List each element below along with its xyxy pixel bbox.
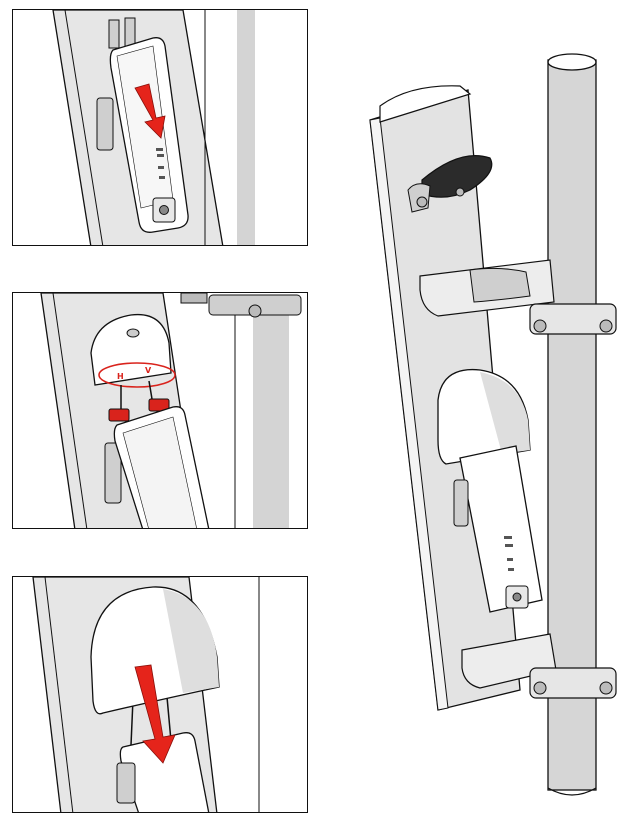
connector-left (108, 19, 120, 49)
label-mark (158, 166, 164, 169)
radio-module (459, 445, 543, 613)
radio-module (119, 732, 210, 812)
panel-edge (64, 10, 104, 245)
top-bracket-dark (421, 155, 493, 198)
clamp-nut (599, 319, 613, 333)
step-1-panel (12, 9, 308, 246)
label-v: V (145, 366, 152, 375)
side-bracket (116, 762, 136, 804)
pole-bottom (547, 787, 597, 796)
bracket-nut (455, 187, 465, 197)
side-bracket (453, 479, 469, 527)
label-mark (505, 544, 513, 547)
pole (237, 10, 255, 245)
panel-edge (52, 293, 88, 528)
cap-screw (126, 328, 140, 338)
screw (159, 205, 169, 215)
pole-top (547, 53, 597, 71)
module-face (122, 416, 197, 528)
label-mark (156, 148, 163, 151)
panel-side (369, 117, 449, 711)
bracket-nut (416, 196, 428, 208)
label-mark (504, 536, 512, 539)
step-1-illustration (52, 10, 255, 245)
step-3-illustration (32, 577, 260, 812)
radome-cap (90, 313, 172, 386)
step-2-illustration: H V (40, 293, 302, 528)
panel-edge (44, 577, 74, 812)
clamp-nut (599, 681, 613, 695)
label-mark (507, 558, 513, 561)
label-h: H (117, 372, 124, 381)
screw (512, 592, 522, 602)
side-bracket (96, 97, 114, 151)
main-assembly-illustration (330, 40, 635, 825)
top-endcap (379, 85, 472, 123)
ellipse-highlight-icon (98, 362, 176, 388)
tilt-scale (469, 267, 531, 303)
step-3-panel (12, 576, 308, 813)
arrow-down-icon (134, 83, 166, 139)
lower-pole-clamp (529, 667, 617, 699)
connector-right (124, 17, 136, 47)
label-mark (159, 176, 165, 179)
pole (253, 303, 289, 528)
arrow-down-icon (134, 664, 176, 764)
cable-v (166, 696, 172, 742)
step-2-panel: H V (12, 292, 308, 529)
side-bracket (104, 442, 122, 504)
upper-pole-clamp (529, 303, 617, 335)
assembly-drawing (369, 53, 617, 796)
clamp-nut (248, 304, 262, 318)
connector-h (108, 408, 130, 422)
cap-shade (163, 589, 219, 693)
clamp-nut (533, 319, 547, 333)
clamp-nut (533, 681, 547, 695)
label-mark (157, 154, 164, 157)
cap-shade (480, 372, 530, 454)
label-mark (508, 568, 514, 571)
clamp-bolt (180, 293, 208, 304)
